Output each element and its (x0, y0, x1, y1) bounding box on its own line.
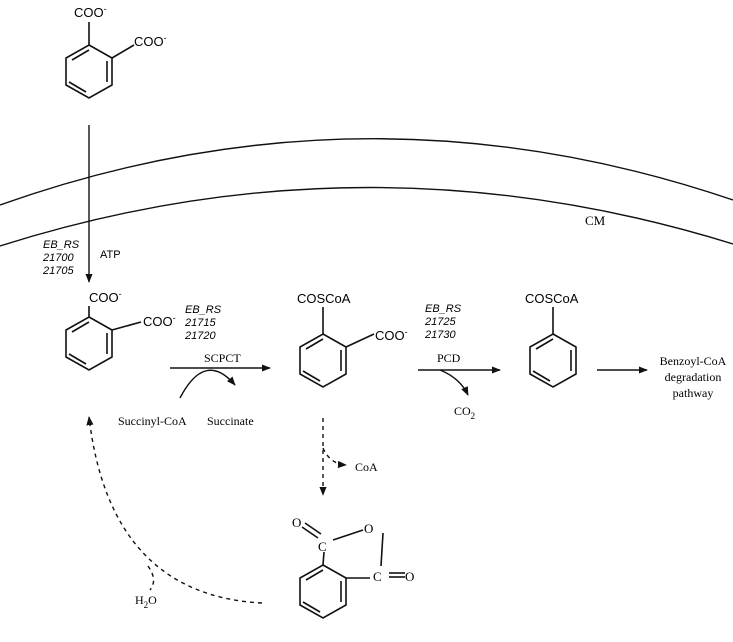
water-curve (147, 565, 155, 591)
svg-text:COSCoA: COSCoA (525, 291, 579, 306)
succinyl-coa-curve (179, 369, 236, 399)
water-label: H2O (135, 593, 157, 610)
svg-text:COO-: COO- (74, 4, 107, 20)
svg-text:21705: 21705 (42, 265, 74, 277)
benzoyl-coa-pathway-label: Benzoyl-CoA degradation pathway (660, 354, 727, 400)
membrane-label: CM (585, 213, 606, 228)
atp-label: ATP (100, 249, 121, 261)
svg-text:O: O (364, 521, 373, 536)
svg-text:21730: 21730 (424, 329, 456, 341)
svg-text:21715: 21715 (184, 317, 216, 329)
benzoyl-coa: COSCoA (525, 291, 579, 388)
transporter-genes: EB_RS 21700 21705 (42, 239, 80, 277)
phthaloyl-coa: COSCoA COO- (297, 291, 408, 388)
hydrolysis-arrow (86, 416, 263, 604)
scpct-label: SCPCT (204, 351, 241, 365)
phthalate-outside: COO- COO- (65, 4, 167, 99)
svg-text:pathway: pathway (673, 386, 714, 400)
svg-text:O: O (405, 569, 414, 584)
svg-text:EB_RS: EB_RS (425, 303, 462, 315)
phthalic-anhydride: C C O O O (292, 515, 414, 619)
svg-text:COO-: COO- (134, 33, 167, 49)
svg-text:21725: 21725 (424, 316, 456, 328)
svg-text:Benzoyl-CoA: Benzoyl-CoA (660, 354, 727, 368)
coa-label: CoA (355, 460, 378, 474)
succinate-label: Succinate (207, 414, 254, 428)
coa-release-curve (322, 447, 347, 469)
svg-text:COSCoA: COSCoA (297, 291, 351, 306)
co2-curve (439, 369, 469, 396)
svg-text:C: C (373, 569, 382, 584)
membrane-outer-curve (0, 138, 733, 206)
scpct-genes: EB_RS 21715 21720 (184, 304, 222, 342)
phthalate-inside: COO- COO- (65, 289, 176, 371)
svg-text:EB_RS: EB_RS (43, 239, 80, 251)
svg-text:EB_RS: EB_RS (185, 304, 222, 316)
svg-text:COO-: COO- (143, 313, 176, 329)
svg-text:C: C (318, 539, 327, 554)
co2-label: CO2 (454, 404, 475, 421)
svg-text:21700: 21700 (42, 252, 74, 264)
svg-text:COO-: COO- (89, 289, 122, 305)
svg-text:21720: 21720 (184, 330, 216, 342)
pcd-label: PCD (437, 351, 461, 365)
pcd-genes: EB_RS 21725 21730 (424, 303, 462, 341)
succinyl-coa-label: Succinyl-CoA (118, 414, 187, 428)
svg-text:degradation: degradation (665, 370, 722, 384)
svg-text:O: O (292, 515, 301, 530)
membrane-inner-curve (0, 186, 733, 247)
svg-text:COO-: COO- (375, 327, 408, 343)
